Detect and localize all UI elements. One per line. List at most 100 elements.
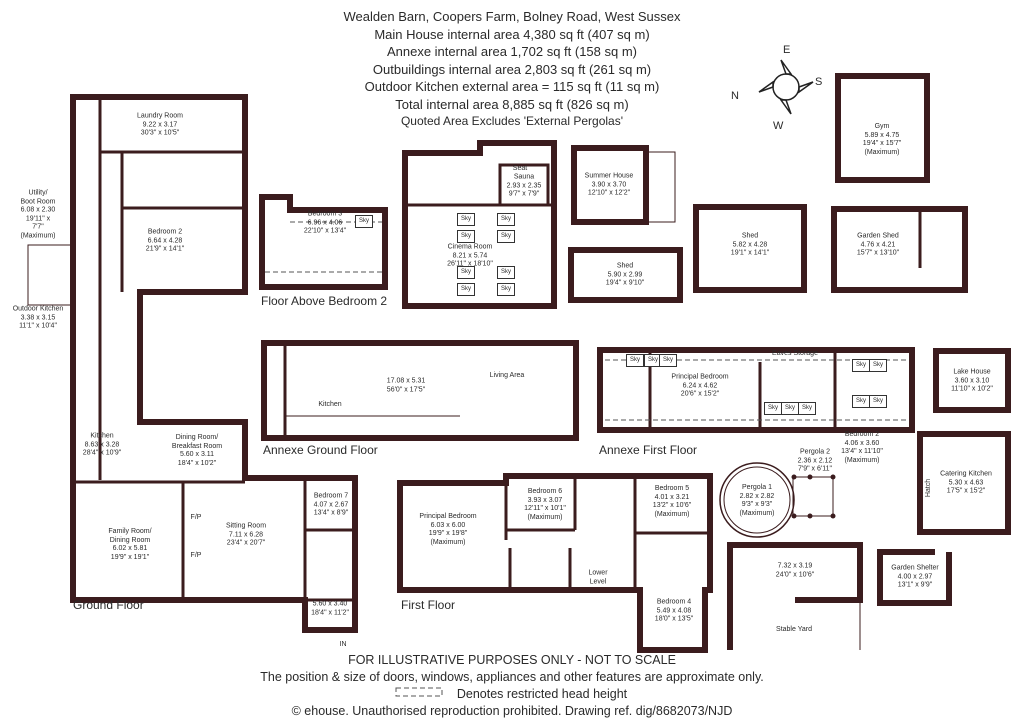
compass-e: E <box>783 44 791 56</box>
stable-yard: Stable Yard <box>776 625 812 633</box>
stable-walls <box>727 542 863 650</box>
floor-label-annexe-first: Annexe First Floor <box>599 443 698 457</box>
copyright: © ehouse. Unauthorised reproduction proh… <box>291 704 733 718</box>
garden-shelter-walls <box>877 549 952 606</box>
floor-label-first: First Floor <box>401 598 455 612</box>
property-title: Wealden Barn, Coopers Farm, Bolney Road,… <box>343 9 681 24</box>
room-annexe-kitchen: Kitchen <box>318 400 342 408</box>
skylight-icon: Sky <box>764 402 782 415</box>
area-line: Outdoor Kitchen external area = 115 sq f… <box>364 79 660 94</box>
garden-shed-walls <box>831 206 968 293</box>
summer-house-deck <box>644 151 676 223</box>
compass-n: N <box>731 90 739 102</box>
annexe-ground-walls <box>261 340 579 441</box>
cinema-walls <box>402 140 557 309</box>
area-line: Main House internal area 4,380 sq ft (40… <box>374 26 650 42</box>
skylight-icon: Sky <box>659 354 677 367</box>
fireplace-label: F/P <box>190 513 202 521</box>
catering-kitchen-walls <box>917 431 1011 535</box>
skylight-icon: Sky <box>457 230 475 243</box>
skylight-icon: Sky <box>457 266 475 279</box>
pergola1-outline <box>719 462 795 538</box>
hatch-label: Hatch <box>924 478 932 498</box>
shed-walls <box>568 247 683 303</box>
bedroom3-walls <box>259 194 388 290</box>
footer: FOR ILLUSTRATIVE PURPOSES ONLY - NOT TO … <box>0 652 1024 720</box>
outdoor-kitchen-outline <box>27 244 74 306</box>
lake-house-walls <box>933 348 1011 413</box>
skylight-icon: Sky <box>852 359 870 372</box>
head-height-legend: Denotes restricted head height <box>456 687 628 701</box>
annexe-first-walls <box>597 347 915 433</box>
eaves-storage: Eaves Storage <box>772 349 818 357</box>
entrance-in-label: IN <box>339 640 347 648</box>
compass-icon <box>758 59 814 115</box>
gym-walls <box>835 73 930 183</box>
skylight-icon: Sky <box>869 395 887 408</box>
skylight-icon: Sky <box>798 402 816 415</box>
compass-w: W <box>773 120 784 132</box>
skylight-icon: Sky <box>497 283 515 296</box>
skylight-icon: Sky <box>869 359 887 372</box>
skylight-icon: Sky <box>781 402 799 415</box>
area-line: Outbuildings internal area 2,803 sq ft (… <box>372 61 652 77</box>
pergola2-outline <box>792 476 834 517</box>
skylight-icon: Sky <box>355 215 373 228</box>
skylight-icon: Sky <box>497 213 515 226</box>
floor-label-above-bedroom2: Floor Above Bedroom 2 <box>261 294 388 308</box>
floor-label-ground: Ground Floor <box>73 598 144 612</box>
fireplace-label: F/P <box>190 551 202 559</box>
sauna-seat: Seat <box>512 164 528 172</box>
skylight-icon: Sky <box>626 354 644 367</box>
skylight-icon: Sky <box>497 266 515 279</box>
summer-house-walls <box>571 145 649 225</box>
header: Wealden Barn, Coopers Farm, Bolney Road,… <box>0 8 1024 131</box>
area-line: Annexe internal area 1,702 sq ft (158 sq… <box>386 44 638 59</box>
room-living-area: Living Area <box>489 371 525 379</box>
floor-label-annexe-ground: Annexe Ground Floor <box>263 443 378 457</box>
restricted-head-height-legend-icon <box>395 687 443 697</box>
disclaimer-text: The position & size of doors, windows, a… <box>260 670 764 684</box>
skylight-icon: Sky <box>457 213 475 226</box>
disclaimer-title: FOR ILLUSTRATIVE PURPOSES ONLY - NOT TO … <box>348 653 676 667</box>
skylight-icon: Sky <box>852 395 870 408</box>
shed2-walls <box>693 204 807 293</box>
skylight-icon: Sky <box>457 283 475 296</box>
area-line: Total internal area 8,885 sq ft (826 sq … <box>395 96 629 112</box>
skylight-icon: Sky <box>497 230 515 243</box>
compass-s: S <box>815 76 823 88</box>
area-note: Quoted Area Excludes 'External Pergolas' <box>400 114 624 128</box>
